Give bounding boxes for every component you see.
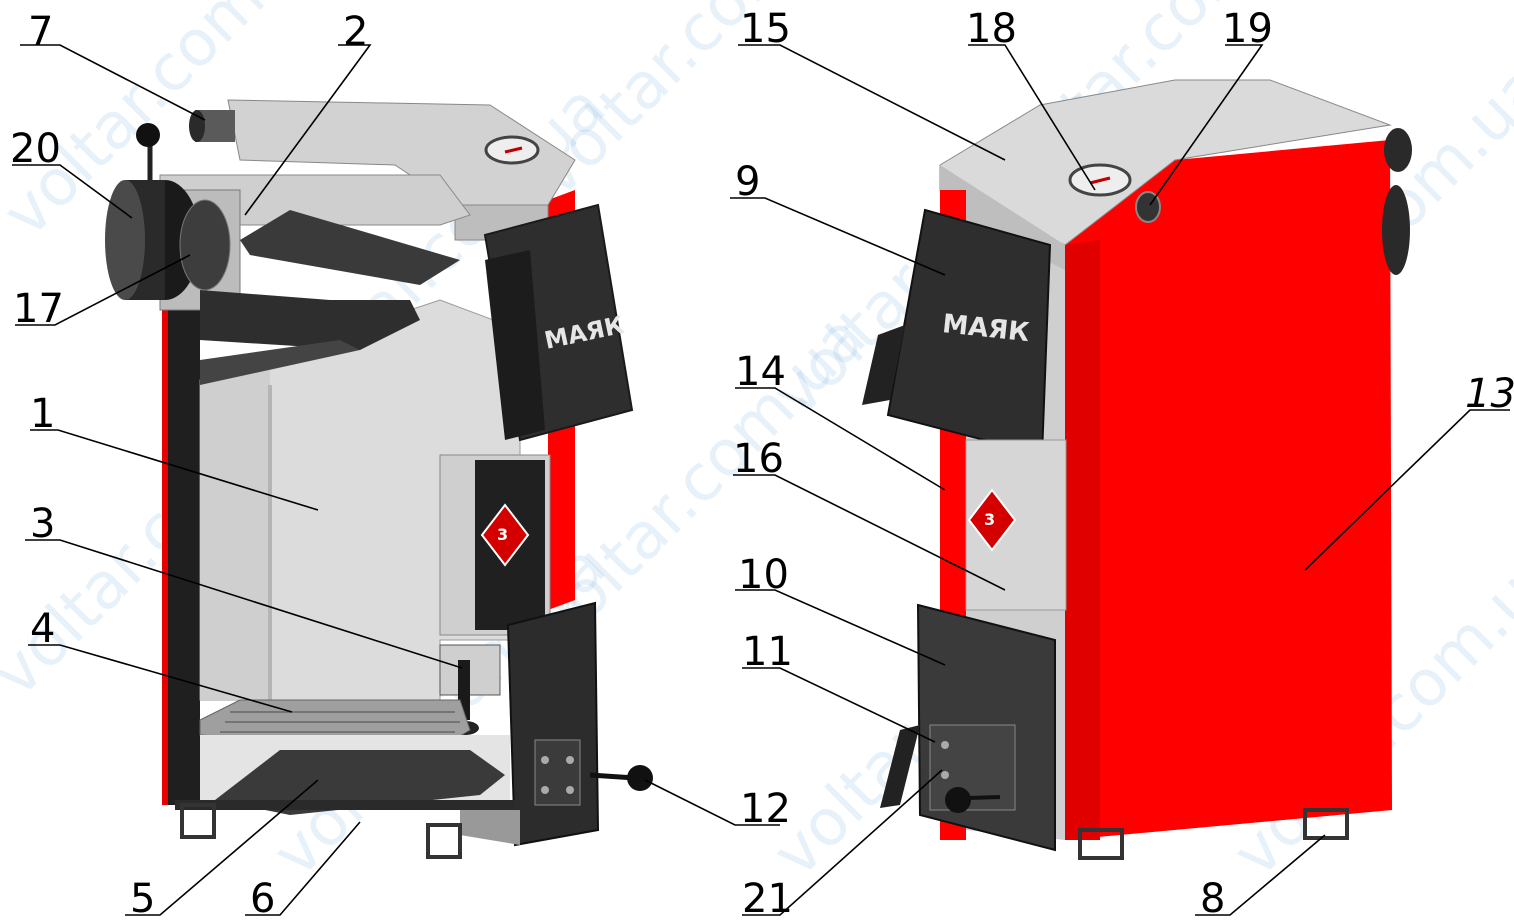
ash-door-handle xyxy=(880,725,920,808)
air-damper-plate xyxy=(929,724,1016,811)
damper-rod xyxy=(967,795,1001,800)
boiler-cutaway: МАЯК 3 xyxy=(105,99,653,859)
ash-door-plate xyxy=(534,739,581,806)
leader-12 xyxy=(644,779,780,826)
boiler-leg xyxy=(180,803,216,839)
leader-15 xyxy=(738,44,1006,161)
callout-17: 17 xyxy=(13,286,64,332)
gauge-needle xyxy=(504,146,523,154)
rear-spigot xyxy=(1384,128,1412,172)
leader-1 xyxy=(30,429,319,511)
warranty-badge xyxy=(967,488,1017,552)
callout-10: 10 xyxy=(738,552,789,598)
callout-9: 9 xyxy=(735,159,760,205)
leader-16 xyxy=(733,474,1006,591)
callout-6: 6 xyxy=(250,876,275,922)
rear-flue xyxy=(1382,185,1410,275)
loading-door-inner xyxy=(485,250,545,440)
chamber-back-shade xyxy=(200,370,270,700)
ash-pan xyxy=(215,750,505,815)
leader-13 xyxy=(1304,409,1510,571)
callout-15: 15 xyxy=(740,6,791,52)
warranty-number: 3 xyxy=(497,525,508,544)
leader-18 xyxy=(968,44,1096,191)
callout-12: 12 xyxy=(740,786,791,832)
water-jacket-divider xyxy=(268,385,272,700)
callout-7: 7 xyxy=(28,9,53,55)
callout-21: 21 xyxy=(742,876,793,922)
leader-6 xyxy=(245,821,361,916)
side-cladding xyxy=(1065,140,1392,840)
leader-20 xyxy=(12,164,133,219)
leader-lines xyxy=(12,44,1510,916)
leader-4 xyxy=(28,644,293,713)
boiler-leg xyxy=(426,823,462,859)
regulator-knob xyxy=(136,123,160,147)
ash-door-bolt xyxy=(566,756,574,764)
callout-18: 18 xyxy=(966,6,1017,52)
ash-door-open xyxy=(506,601,600,847)
leader-9 xyxy=(730,197,946,276)
flue-spigot-front xyxy=(105,180,145,300)
watermark: voltar.com.ua xyxy=(519,0,880,211)
callout-1: 1 xyxy=(30,391,55,437)
callout-5: 5 xyxy=(130,876,155,922)
boiler-leg xyxy=(1078,828,1124,860)
leader-3 xyxy=(25,539,463,669)
leader-8 xyxy=(1195,834,1326,916)
leader-2 xyxy=(244,44,372,216)
callout-3: 3 xyxy=(30,501,55,547)
ash-door-bolt xyxy=(541,786,549,794)
air-damper-knob xyxy=(627,765,653,791)
gauge-needle xyxy=(1089,176,1111,185)
leader-21 xyxy=(742,769,943,916)
return-spigot-end xyxy=(189,110,205,142)
leader-10 xyxy=(735,589,946,666)
callout-13: 13 xyxy=(1465,371,1514,417)
callout-2: 2 xyxy=(343,9,368,55)
warranty-number: 3 xyxy=(984,510,995,529)
bottom-rail xyxy=(175,800,515,810)
boiler-leg xyxy=(1303,808,1349,840)
ash-door-bolt xyxy=(566,786,574,794)
damper-bolt xyxy=(941,771,949,779)
warranty-badge xyxy=(480,503,530,567)
callout-4: 4 xyxy=(30,606,55,652)
damper-knob xyxy=(945,787,971,813)
leader-17 xyxy=(15,254,191,326)
cleaning-hatch xyxy=(179,199,231,291)
leader-19 xyxy=(1149,44,1264,206)
damper-bolt xyxy=(941,741,949,749)
callout-11: 11 xyxy=(742,629,793,675)
callout-labels: 7 2 20 17 1 3 4 5 6 12 15 18 19 9 14 16 … xyxy=(10,6,1514,922)
leader-14 xyxy=(735,387,946,491)
baffle-upper xyxy=(240,210,460,285)
ash-door-bolt xyxy=(541,756,549,764)
callout-20: 20 xyxy=(10,126,61,172)
baffle-lower xyxy=(200,340,360,385)
leader-7 xyxy=(20,44,206,121)
leader-11 xyxy=(742,667,936,743)
callout-14: 14 xyxy=(735,349,786,395)
callout-16: 16 xyxy=(733,436,784,482)
boiler-assembled: МАЯК 3 xyxy=(862,79,1412,860)
baffle-middle xyxy=(200,290,420,350)
callout-8: 8 xyxy=(1200,876,1225,922)
callout-19: 19 xyxy=(1222,6,1273,52)
leader-5 xyxy=(125,779,319,916)
loading-door-handle xyxy=(862,325,905,405)
side-cladding-edge xyxy=(1065,240,1100,840)
bottom-rail-right xyxy=(460,810,520,845)
boiler-left-wall xyxy=(168,310,200,805)
